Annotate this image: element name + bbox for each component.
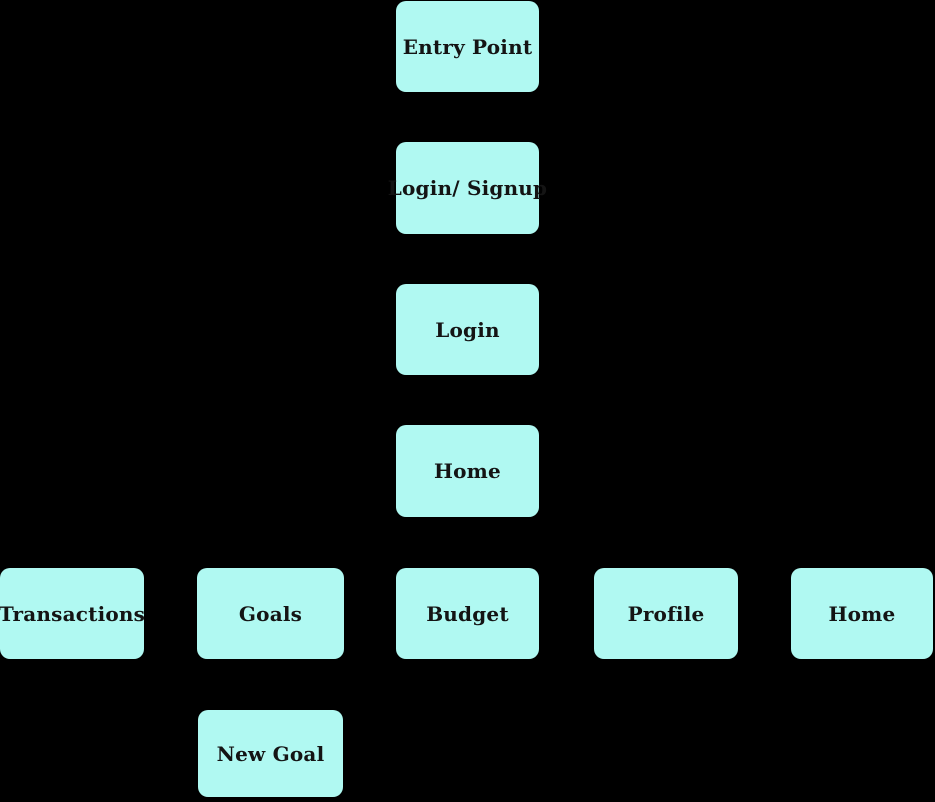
flow-node-label-budget: Budget	[426, 601, 509, 626]
flow-node-label-goals: Goals	[238, 601, 303, 626]
flow-node-label-home-2: Home	[828, 601, 896, 626]
flow-node-goals: Goals	[197, 568, 344, 659]
flow-node-profile: Profile	[594, 568, 738, 659]
flow-node-label-login: Login	[435, 317, 500, 342]
flow-node-new-goal: New Goal	[198, 710, 343, 797]
flow-node-login: Login	[396, 284, 539, 375]
flow-node-label-transactions: Transactions	[0, 601, 146, 626]
flow-node-home-2: Home	[791, 568, 933, 659]
flow-node-transactions: Transactions	[0, 568, 146, 659]
flow-node-label-home: Home	[434, 459, 501, 483]
flow-node-budget: Budget	[396, 568, 539, 659]
flow-node-label-new-goal: New Goal	[216, 741, 325, 766]
flow-node-home: Home	[396, 425, 539, 517]
flow-node-label-login-signup: Login/ Signup	[387, 176, 548, 200]
flow-node-label-entry-point: Entry Point	[402, 34, 533, 59]
flow-node-entry-point: Entry Point	[396, 1, 539, 92]
flow-node-login-signup: Login/ Signup	[388, 142, 547, 234]
flow-node-label-profile: Profile	[627, 601, 705, 626]
